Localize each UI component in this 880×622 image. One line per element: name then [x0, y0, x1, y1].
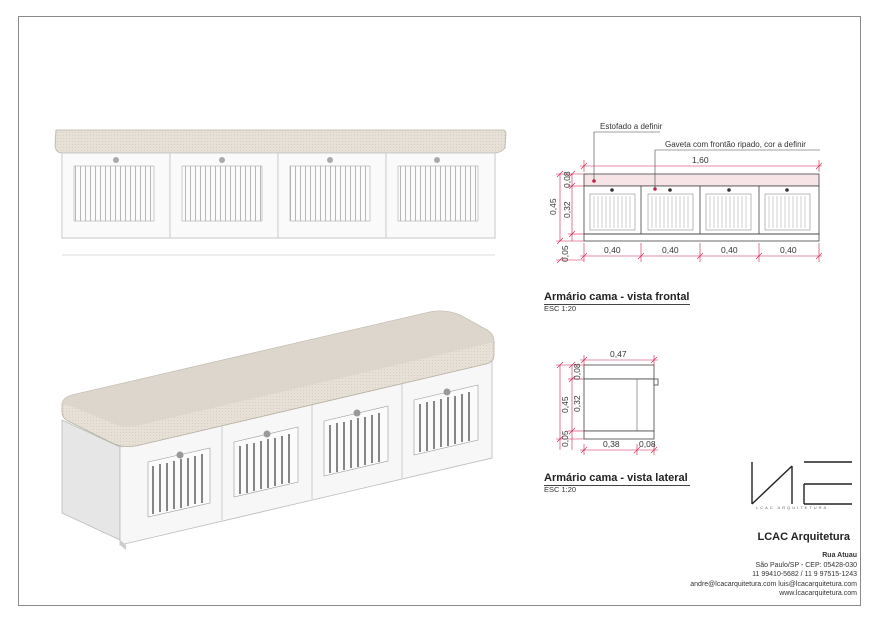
company-emails[interactable]: andre@lcacarquitetura.com luis@lcacarqui… [690, 580, 857, 588]
company-name: LCAC Arquitetura [757, 531, 850, 543]
tech-front-dimension-lines [556, 160, 823, 264]
logo-caption: LCAC ARQUITETURA [756, 505, 829, 510]
dim-base-height: 0,05 [560, 245, 570, 262]
dim-drawer-width-1: 0,40 [604, 245, 621, 255]
dim-side-body-depth: 0,38 [603, 439, 620, 449]
note-drawer: Gaveta com frontão ripado, cor a definir [665, 140, 806, 149]
company-website[interactable]: www.lcacarquitetura.com [779, 590, 857, 597]
note-upholstery: Estofado a definir [600, 122, 663, 131]
side-view-title: Armário cama - vista lateral [544, 472, 688, 484]
dim-top-height: 0,08 [562, 171, 572, 188]
tech-front-leader-lines [593, 131, 820, 189]
front-view-title: Armário cama - vista frontal [544, 291, 690, 303]
company-contact: Rua Atuau São Paulo/SP - CEP: 05428-030 … [690, 551, 857, 599]
sheet-border [18, 16, 861, 606]
render-cushion [54, 129, 507, 154]
front-view-scale: ESC 1:20 [544, 304, 577, 313]
render-slat-panels [73, 165, 479, 222]
side-view-title-underline [544, 485, 690, 486]
side-view-scale: ESC 1:20 [544, 485, 577, 494]
dim-drawer-width-3: 0,40 [721, 245, 738, 255]
dim-side-drawer-depth: 0,08 [639, 439, 656, 449]
dim-drawer-width-4: 0,40 [780, 245, 797, 255]
dim-side-total-height: 0,45 [560, 396, 570, 413]
tech-side-dimension-lines [556, 355, 658, 455]
company-city: São Paulo/SP - CEP: 05428-030 [755, 561, 857, 569]
dim-drawer-width-2: 0,40 [662, 245, 679, 255]
dim-side-depth: 0,47 [610, 349, 627, 359]
tech-front-drawing [583, 173, 820, 242]
tech-side-drawing [583, 364, 659, 440]
isometric-render [61, 310, 495, 550]
dim-side-top-height: 0,08 [572, 363, 582, 380]
company-phones: 11 99410-5682 / 11 9 97515-1243 [752, 571, 857, 578]
dim-side-base-height: 0,05 [560, 430, 570, 447]
dim-side-drawer-height: 0,32 [572, 395, 582, 412]
company-logo [751, 461, 852, 505]
dim-total-height: 0,45 [548, 198, 558, 215]
company-street: Rua Atuau [822, 552, 857, 559]
dim-drawer-height: 0,32 [562, 201, 572, 218]
front-view-title-underline [544, 304, 690, 305]
render-knobs [113, 157, 440, 163]
dim-total-width: 1,60 [692, 155, 709, 165]
